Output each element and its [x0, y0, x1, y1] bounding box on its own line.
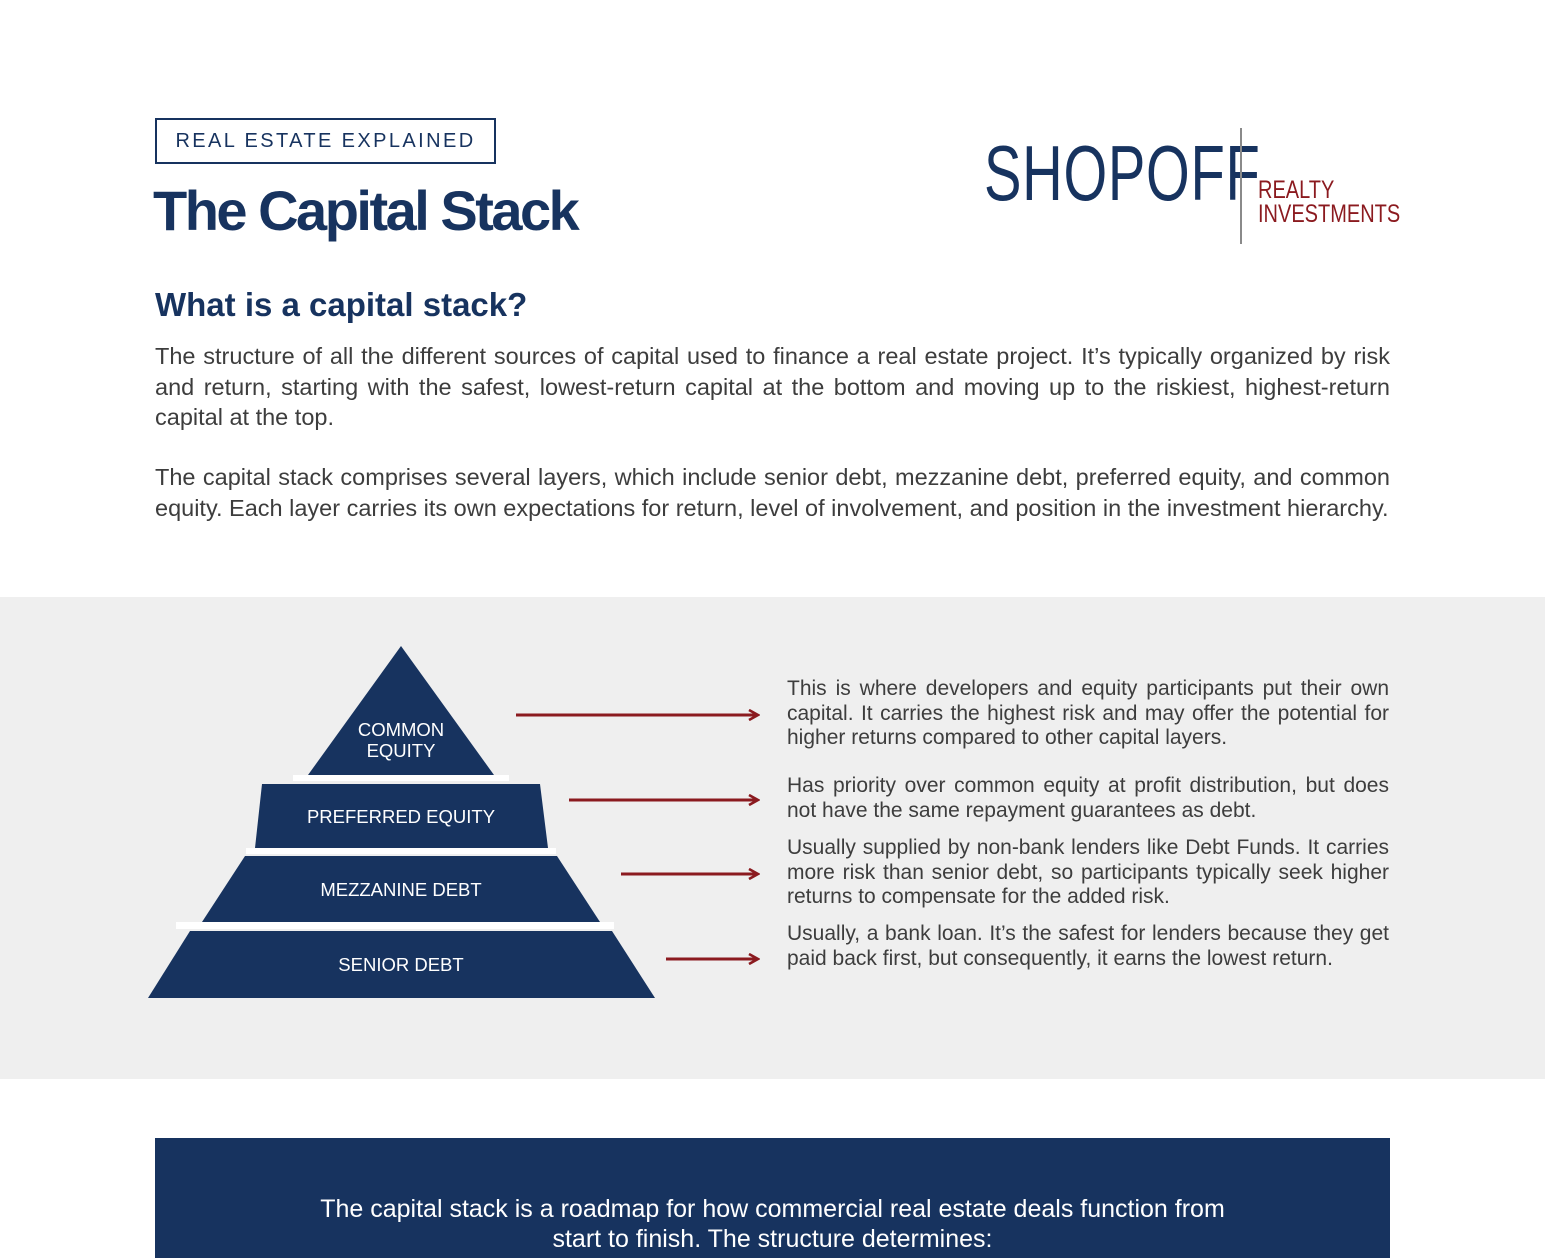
logo-subtitle-line1: REALTY — [1258, 176, 1335, 204]
page-title: The Capital Stack — [153, 179, 580, 242]
section-tag-label: REAL ESTATE EXPLAINED — [175, 129, 476, 152]
layer-label-common-equity: COMMON EQUITY — [321, 719, 481, 761]
description-common-equity: This is where developers and equity part… — [787, 677, 1389, 749]
pyramid-layer-mezzanine-debt — [202, 856, 600, 922]
intro-paragraph-1: The structure of all the different sourc… — [155, 343, 1390, 430]
pyramid-separator — [293, 775, 509, 781]
logo-divider — [1240, 128, 1242, 244]
company-logo: SHOPOFF REALTY INVESTMENTS — [984, 128, 1400, 246]
pyramid-layer-preferred-equity — [255, 784, 548, 848]
pyramid-separator — [176, 922, 614, 929]
summary-banner: The capital stack is a roadmap for how c… — [155, 1138, 1390, 1258]
section-heading: What is a capital stack? — [155, 286, 528, 323]
layer-label-common-equity-line1: COMMON — [357, 719, 445, 740]
layer-label-common-equity-line2: EQUITY — [366, 740, 436, 761]
description-mezzanine-debt: Usually supplied by non-bank lenders lik… — [787, 836, 1389, 908]
section-tag: REAL ESTATE EXPLAINED — [155, 118, 496, 164]
layer-label-senior-debt: SENIOR DEBT — [338, 954, 464, 975]
layer-label-mezzanine-debt: MEZZANINE DEBT — [320, 879, 482, 900]
pyramid-separator — [246, 848, 556, 854]
logo-subtitle: REALTY INVESTMENTS — [1258, 176, 1401, 228]
description-preferred-equity: Has priority over common equity at profi… — [787, 774, 1389, 822]
pyramid-layer-senior-debt — [148, 931, 655, 998]
summary-banner-text: The capital stack is a roadmap for how c… — [155, 1194, 1390, 1254]
intro-paragraph-2: The capital stack comprises several laye… — [155, 464, 1390, 521]
logo-wordmark: SHOPOFF — [984, 129, 1261, 217]
summary-banner-line2: start to finish. The structure determine… — [552, 1225, 993, 1253]
layer-label-preferred-equity: PREFERRED EQUITY — [306, 806, 496, 827]
logo-subtitle-line2: INVESTMENTS — [1258, 200, 1401, 228]
summary-banner-line1: The capital stack is a roadmap for how c… — [320, 1195, 1225, 1223]
description-senior-debt: Usually, a bank loan. It’s the safest fo… — [787, 922, 1389, 970]
pyramid-layer-common-equity — [308, 646, 494, 775]
